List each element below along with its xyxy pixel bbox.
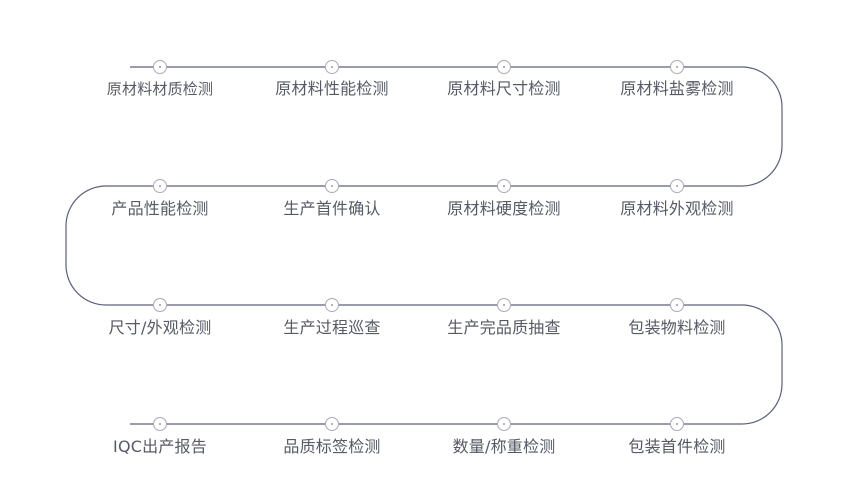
step-marker-icon [325, 179, 339, 193]
step-label: 产品性能检测 [111, 199, 209, 218]
step-label: 生产完品质抽查 [447, 318, 561, 337]
serpentine-line [65, 66, 783, 425]
step-marker-icon [325, 298, 339, 312]
step-label: 尺寸/外观检测 [108, 318, 212, 337]
step-label: 原材料外观检测 [620, 199, 734, 218]
step-marker-icon [670, 60, 684, 74]
step-marker-icon [325, 417, 339, 431]
step-label: 包装物料检测 [628, 318, 726, 337]
step-marker-icon [497, 179, 511, 193]
step-label: 原材料硬度检测 [447, 199, 561, 218]
step-label: 生产过程巡查 [283, 318, 381, 337]
step-marker-icon [497, 60, 511, 74]
step-label: 原材料性能检测 [275, 79, 389, 98]
step-marker-icon [153, 60, 167, 74]
step-label: IQC出产报告 [113, 437, 207, 456]
step-marker-icon [153, 179, 167, 193]
step-label: 原材料材质检测 [106, 80, 214, 98]
step-marker-icon [670, 417, 684, 431]
step-marker-icon [153, 298, 167, 312]
step-marker-icon [670, 179, 684, 193]
step-label: 原材料尺寸检测 [447, 79, 561, 98]
step-label: 原材料盐雾检测 [620, 79, 734, 98]
step-label: 生产首件确认 [283, 199, 381, 218]
step-label: 包装首件检测 [628, 437, 726, 456]
step-label: 品质标签检测 [283, 437, 381, 456]
step-marker-icon [325, 60, 339, 74]
step-marker-icon [153, 417, 167, 431]
step-marker-icon [670, 298, 684, 312]
step-marker-icon [497, 298, 511, 312]
step-label: 数量/称重检测 [452, 437, 556, 456]
step-marker-icon [497, 417, 511, 431]
